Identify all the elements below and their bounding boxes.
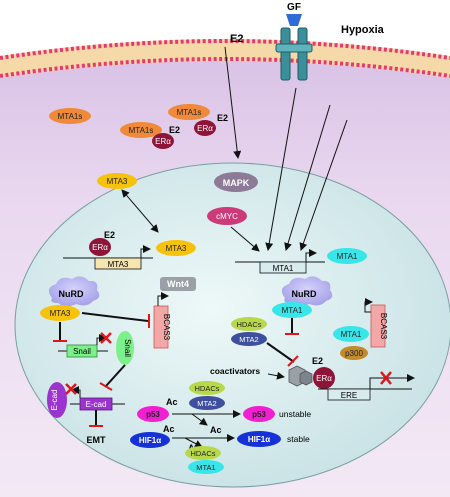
mta3-cyto: MTA3 [97, 173, 137, 189]
svg-text:HIF1α: HIF1α [248, 435, 270, 444]
svg-text:MTA1: MTA1 [273, 264, 294, 273]
svg-text:BCAS3: BCAS3 [162, 314, 171, 341]
mta3-gene: MTA3 ERα E2 [63, 230, 153, 270]
svg-text:BCAS3: BCAS3 [379, 313, 388, 340]
svg-text:NuRD: NuRD [292, 289, 317, 299]
coactivators-label: coactivators [210, 366, 260, 376]
svg-text:unstable: unstable [279, 409, 311, 419]
p300: p300 [340, 346, 368, 360]
svg-text:Snail: Snail [123, 339, 132, 357]
svg-text:E2: E2 [104, 230, 115, 240]
svg-text:cMYC: cMYC [216, 212, 238, 221]
ere-gene: ERE [318, 371, 415, 401]
svg-text:E2: E2 [217, 113, 228, 123]
svg-text:MTA1: MTA1 [196, 463, 215, 472]
svg-text:E2: E2 [312, 356, 323, 366]
mta1s-left: MTA1s [49, 108, 91, 124]
svg-text:ERα: ERα [92, 243, 108, 252]
plasma-membrane [0, 39, 450, 78]
hypoxia-label: Hypoxia [341, 24, 385, 36]
svg-text:ERE: ERE [341, 391, 357, 400]
snail-gene: Snail [58, 332, 112, 358]
svg-text:MTA1s: MTA1s [129, 126, 154, 135]
svg-text:MTA1: MTA1 [282, 306, 303, 315]
svg-text:MTA3: MTA3 [107, 177, 128, 186]
wnt4: Wnt4 [160, 277, 196, 291]
x-mark-icon [65, 383, 77, 395]
svg-text:NuRD: NuRD [59, 289, 84, 299]
bcas3-left-gene: BCAS3 [153, 292, 171, 349]
svg-text:E-cad: E-cad [86, 400, 107, 409]
svg-text:MTA2: MTA2 [239, 335, 258, 344]
gf-ligand: GF [286, 2, 302, 26]
svg-text:E-cad: E-cad [50, 390, 59, 411]
inhibit-emt [89, 410, 103, 427]
era-e2-ere: ERα E2 [312, 356, 335, 389]
svg-text:HDACs: HDACs [190, 449, 215, 458]
receptor-icon [275, 27, 313, 81]
svg-text:Ac: Ac [166, 397, 178, 407]
nurd-left: NuRD [48, 276, 100, 307]
inhibit-lines-right [266, 318, 299, 367]
svg-text:ERα: ERα [316, 374, 332, 383]
svg-text:HDACs: HDACs [194, 384, 219, 393]
svg-text:MTA1s: MTA1s [58, 112, 83, 121]
x-mark-icon [100, 332, 112, 344]
svg-text:GF: GF [287, 2, 301, 13]
nucleosome-icon [288, 365, 313, 387]
svg-text:E2: E2 [169, 125, 180, 135]
svg-text:p53: p53 [252, 410, 266, 419]
svg-text:Wnt4: Wnt4 [167, 279, 189, 289]
e2-top-label: E2 [230, 33, 243, 45]
svg-text:MTA3: MTA3 [166, 244, 187, 253]
svg-text:MTA2: MTA2 [197, 399, 216, 408]
svg-text:ERα: ERα [197, 124, 213, 133]
mta1-right: MTA1 [333, 326, 369, 342]
svg-text:MTA1: MTA1 [341, 330, 362, 339]
mta1-gene: MTA1 [235, 249, 325, 274]
ecad-protein: E-cad [47, 382, 67, 418]
svg-text:HDACs: HDACs [236, 320, 261, 329]
p53-row: Ac p53 HDACs MTA2 Ac p53 unstable [137, 381, 311, 435]
svg-text:p53: p53 [146, 410, 160, 419]
svg-text:MAPK: MAPK [223, 178, 250, 188]
mta1s-mid: MTA1s [168, 104, 210, 120]
svg-text:MTA3: MTA3 [108, 260, 129, 269]
svg-text:Ac: Ac [163, 424, 175, 434]
svg-text:ERα: ERα [155, 137, 171, 146]
cmyc: cMYC [207, 207, 247, 225]
era-e2-complex-2: ERα E2 [194, 113, 228, 136]
mta3-nurd: MTA3 [40, 305, 80, 321]
emt-label: EMT [87, 435, 107, 445]
svg-text:MTA3: MTA3 [50, 309, 71, 318]
mta3-product: MTA3 [156, 240, 196, 256]
svg-text:Snail: Snail [73, 347, 91, 356]
mta1-product: MTA1 [327, 248, 367, 264]
snail-protein: Snail [116, 331, 134, 365]
inhibit-lines-left [53, 312, 150, 342]
bcas3-right-gene: BCAS3 [364, 298, 388, 348]
svg-text:MTA1: MTA1 [337, 252, 358, 261]
nurd-right: NuRD [281, 276, 333, 307]
svg-text:MTA1s: MTA1s [177, 108, 202, 117]
hif1a-row: Ac HIF1α Ac HDACs MTA1 HIF1α stable [130, 424, 310, 474]
inhibit-lines-snail [99, 364, 126, 391]
era-e2-complex: MTA1s ERα E2 [120, 122, 180, 149]
svg-text:HIF1α: HIF1α [139, 436, 161, 445]
svg-text:p300: p300 [345, 349, 363, 358]
mta1-nurd: MTA1 [272, 302, 312, 318]
x-mark-icon [380, 371, 392, 385]
svg-text:Ac: Ac [210, 425, 222, 435]
hdacs-mta2-1: HDACs MTA2 [231, 317, 267, 346]
mapk: MAPK [214, 172, 258, 192]
svg-text:stable: stable [287, 434, 310, 444]
ecad-gene: E-cad [65, 383, 125, 411]
signal-arrows [121, 46, 348, 252]
